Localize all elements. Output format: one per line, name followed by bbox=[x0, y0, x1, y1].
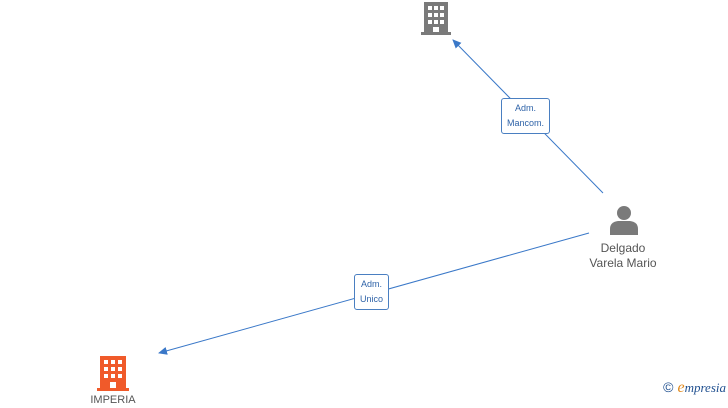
empresia-watermark: ©empresia bbox=[663, 379, 726, 397]
company-name: IMPERIA bbox=[90, 394, 136, 406]
person-name-line1: Delgado bbox=[600, 241, 646, 255]
brand-initial: e bbox=[677, 379, 685, 396]
person-icon[interactable] bbox=[610, 206, 638, 235]
edge-label-mancom: Adm. Mancom. bbox=[501, 98, 551, 134]
company-label[interactable]: IMPERIA bbox=[68, 393, 158, 408]
person-label[interactable]: Delgado Varela Mario bbox=[578, 241, 668, 271]
building-icon[interactable] bbox=[97, 356, 129, 391]
copyright-symbol: © bbox=[663, 379, 674, 395]
edge-label-mancom-line2: Mancom. bbox=[507, 118, 545, 128]
brand-name: mpresia bbox=[684, 380, 726, 395]
edge-label-unico-line1: Adm. bbox=[361, 279, 383, 289]
edge-label-mancom-line1: Adm. bbox=[515, 103, 537, 113]
building-icon[interactable] bbox=[421, 2, 451, 35]
person-name-line2: Varela Mario bbox=[589, 256, 657, 270]
edge-label-unico: Adm. Unico bbox=[354, 274, 390, 310]
edge-label-unico-line2: Unico bbox=[360, 294, 384, 304]
